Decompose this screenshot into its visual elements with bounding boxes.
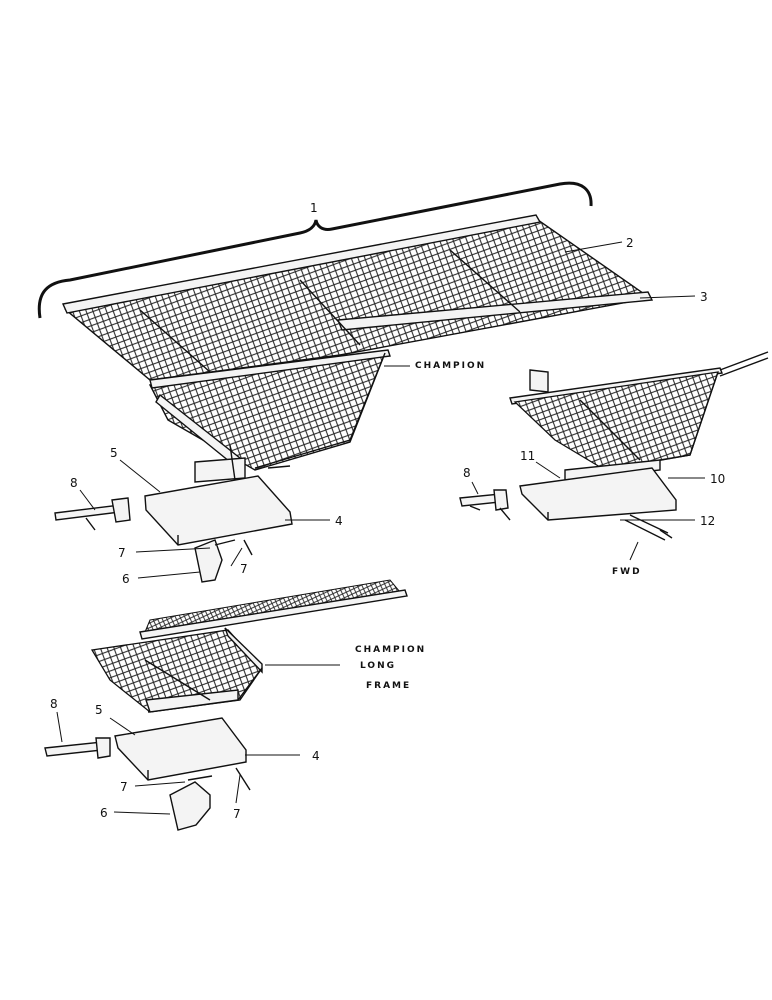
support-bracket-6-lower — [169, 781, 211, 831]
callout-10: 10 — [710, 472, 725, 486]
leader-lines — [56, 241, 705, 815]
callout-4-lower: 4 — [312, 749, 320, 763]
mounting-bar-8 — [54, 504, 121, 521]
callout-4-upper: 4 — [335, 514, 343, 528]
walkway-side-rail — [62, 214, 542, 314]
mounting-bar-8-lower — [44, 741, 103, 757]
callout-7-upper-b: 7 — [240, 562, 248, 576]
walkway-front-rail — [337, 291, 654, 331]
callout-7-lower-a: 7 — [120, 780, 128, 794]
step-hanger — [194, 444, 291, 483]
main-walkway-assembly — [62, 214, 654, 472]
caption-champion: CHAMPION — [415, 361, 486, 371]
callout-6-lower: 6 — [100, 806, 108, 820]
assembly-bracket — [37, 181, 593, 319]
callout-7-lower-b: 7 — [233, 807, 241, 821]
callout-11: 11 — [520, 449, 535, 463]
callout-8-lower: 8 — [50, 697, 58, 711]
callout-1: 1 — [310, 201, 318, 215]
callout-3: 3 — [700, 290, 708, 304]
support-bracket-6 — [194, 539, 223, 583]
fwd-step-assembly — [459, 351, 769, 541]
callout-5-upper: 5 — [110, 446, 118, 460]
caption-champion-long: CHAMPION — [355, 645, 426, 655]
caption-long: LONG — [360, 661, 396, 671]
callout-5-lower: 5 — [95, 703, 103, 717]
callout-2: 2 — [626, 236, 634, 250]
callout-8-right: 8 — [463, 466, 471, 480]
callout-7-upper-a: 7 — [118, 546, 126, 560]
callout-6-upper: 6 — [122, 572, 130, 586]
callout-8-upper: 8 — [70, 476, 78, 490]
step-assembly-upper — [54, 475, 293, 583]
callout-12: 12 — [700, 514, 715, 528]
long-frame-assembly — [44, 579, 408, 831]
caption-frame: FRAME — [366, 681, 411, 691]
long-frame-upper-mesh — [144, 579, 401, 633]
caption-fwd: FWD — [612, 567, 642, 577]
